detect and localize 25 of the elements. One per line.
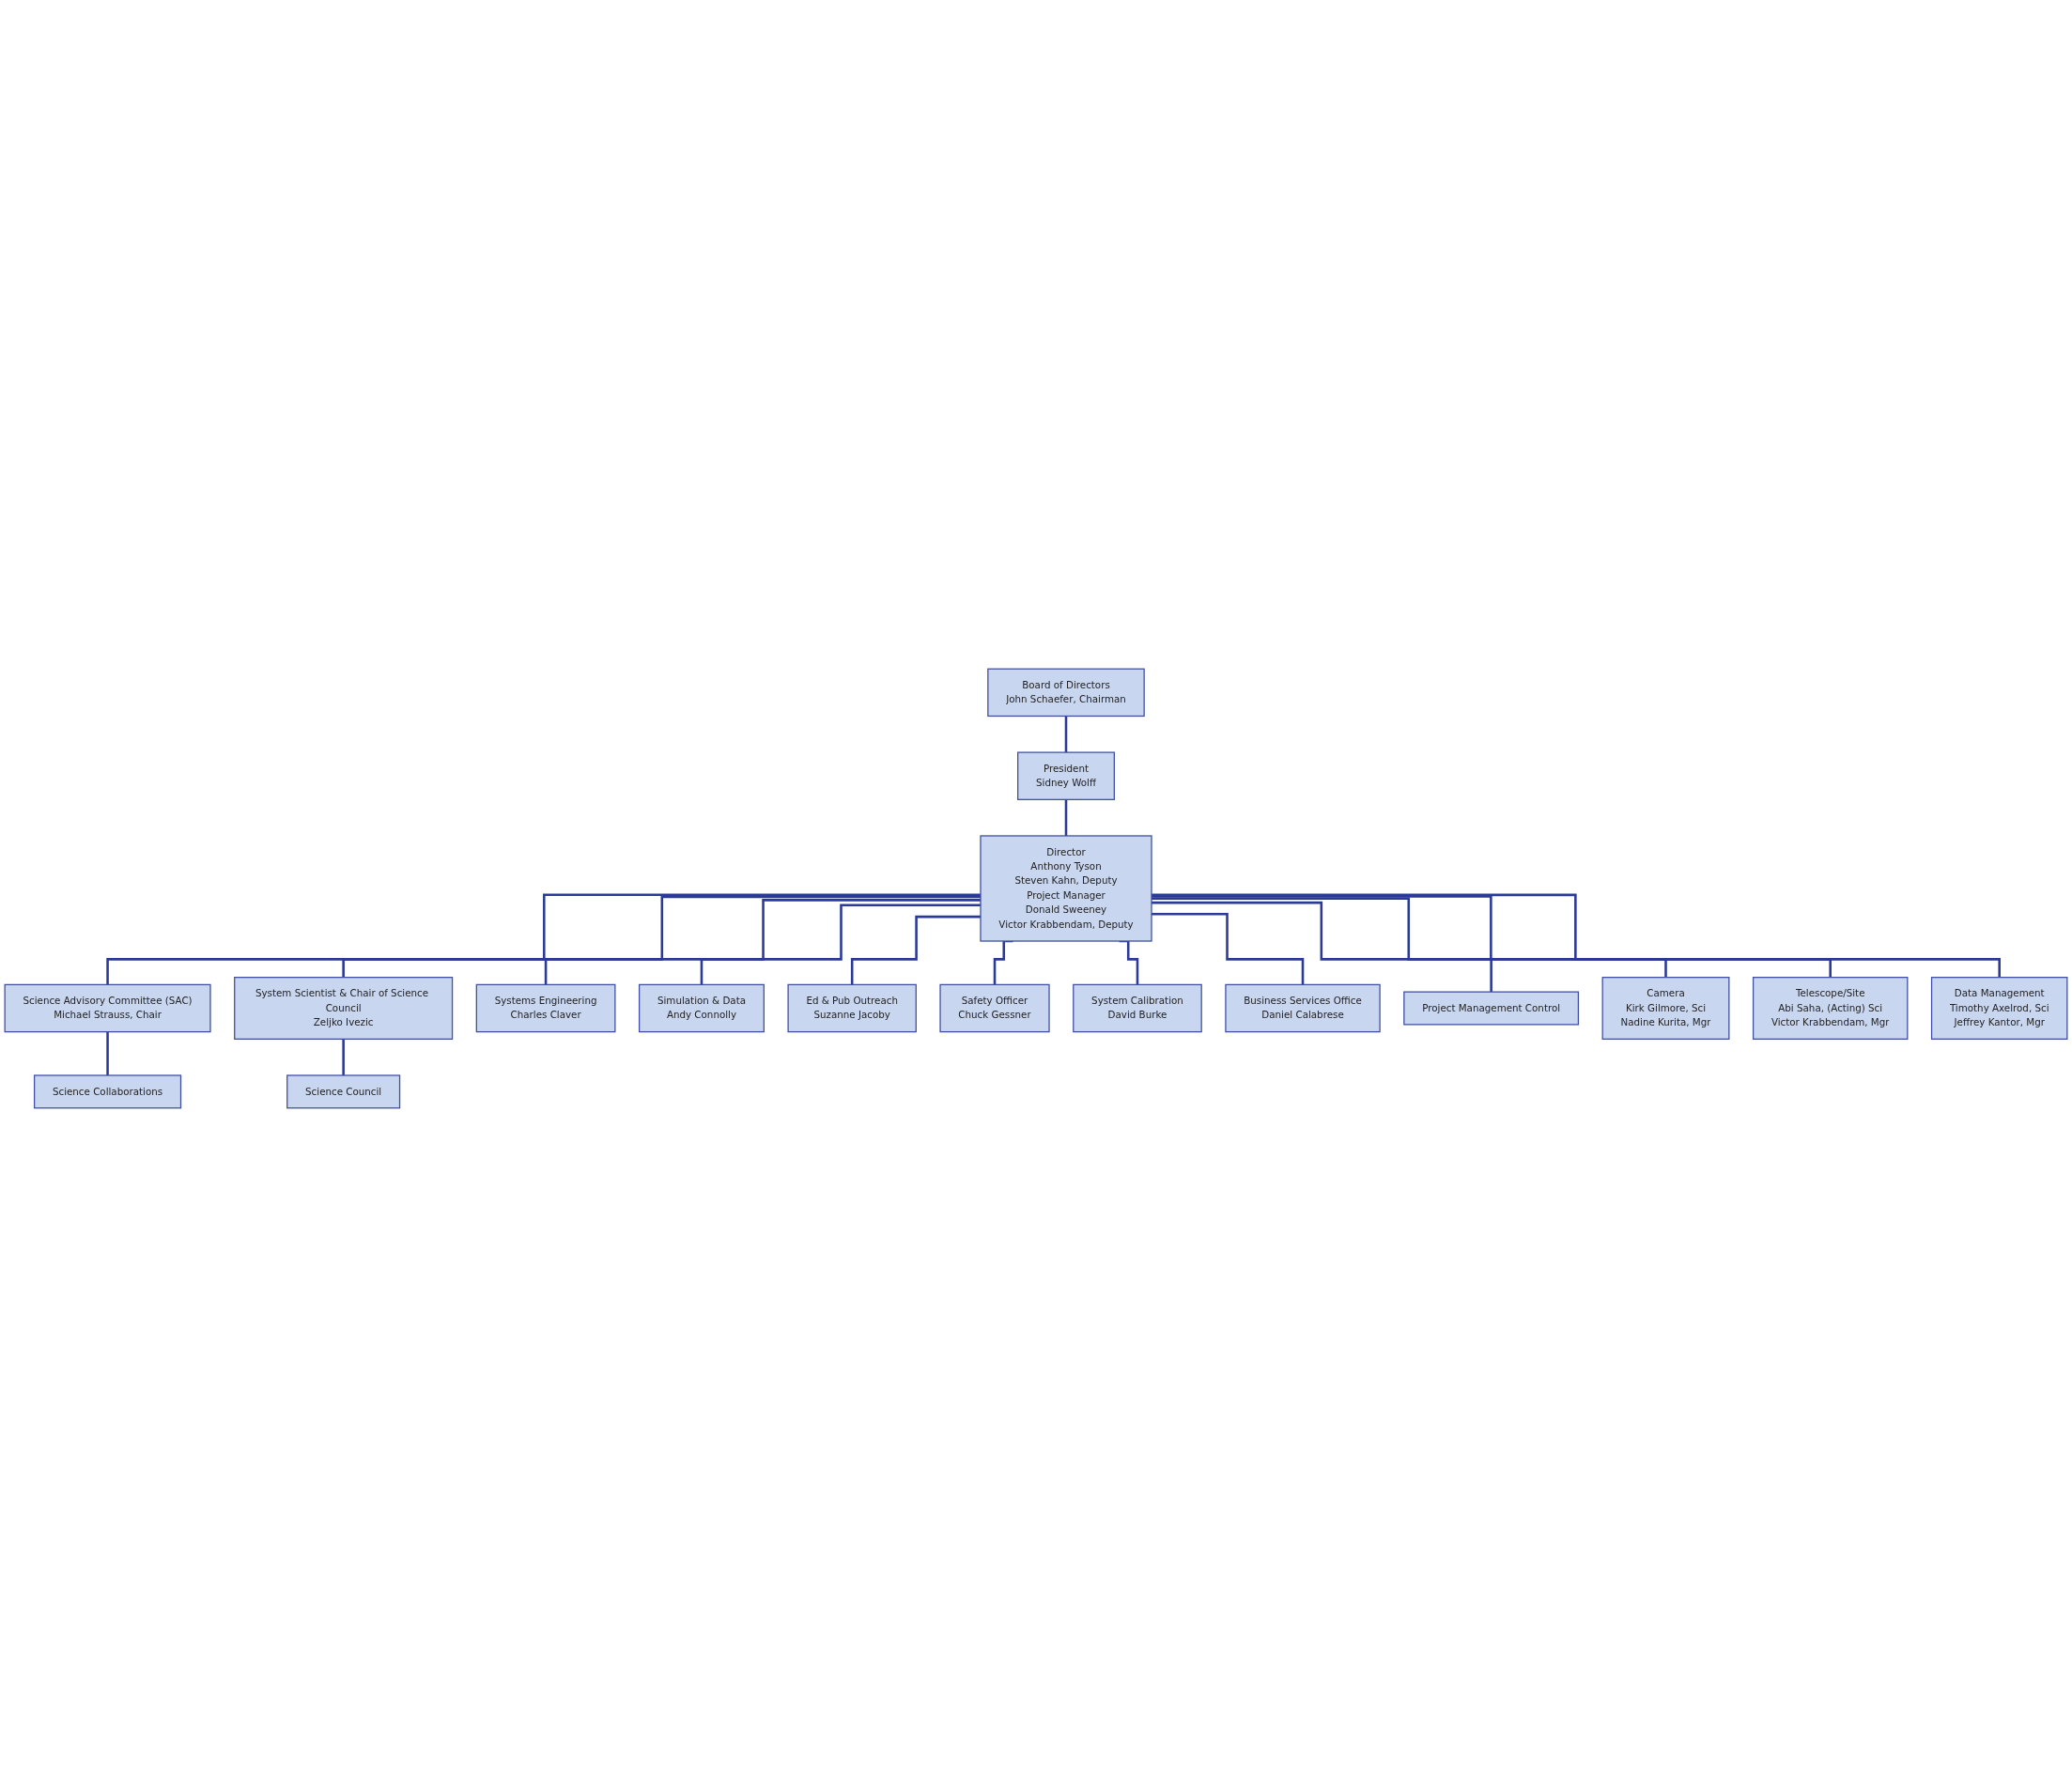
connector	[1152, 893, 2001, 979]
connector	[1064, 714, 1068, 753]
node-box: Board of Directors John Schaefer, Chairman	[987, 668, 1145, 717]
connector	[1152, 901, 1492, 993]
node-box: Science Advisory Committee (SAC) Michael Strauss, Chair	[4, 983, 211, 1032]
node-box: Ed & Pub Outreach Suzanne Jacoby	[787, 983, 917, 1032]
connector	[1152, 896, 1667, 979]
node-box: Safety Officer Chuck Gessner	[939, 983, 1050, 1032]
node-box: President Sidney Wolff	[1017, 750, 1115, 800]
node-box: Director Anthony Tyson Steven Kahn, Deputy Project Manager Donald Sweeney Victor Krabbendam, Deputy	[980, 834, 1152, 942]
node-box: System Calibration David Burke	[1073, 983, 1202, 1032]
connector	[342, 1037, 345, 1076]
node-box: Business Services Office Daniel Calabrese	[1225, 983, 1381, 1032]
node-box: Camera Kirk Gilmore, Sci Nadine Kurita, Mgr	[1601, 976, 1730, 1040]
node-box: Project Management Control	[1403, 990, 1580, 1026]
connector	[1064, 797, 1068, 837]
node-box: Science Collaborations	[33, 1073, 182, 1108]
connector	[1152, 894, 1832, 979]
node-box: Data Management Timothy Axelrod, Sci Jeffrey Kantor, Mgr	[1930, 976, 2068, 1040]
connector	[342, 895, 981, 979]
node-box: Simulation & Data Andy Connolly	[638, 983, 765, 1032]
node-box: Telescope/Site Abi Saha, (Acting) Sci Victor Krabbendam, Mgr	[1752, 976, 1909, 1040]
node-box: Science Council	[286, 1073, 401, 1108]
node-box: System Scientist & Chair of Science Council Zeljko Ivezic	[234, 976, 454, 1040]
node-box: Systems Engineering Charles Claver	[475, 983, 616, 1032]
